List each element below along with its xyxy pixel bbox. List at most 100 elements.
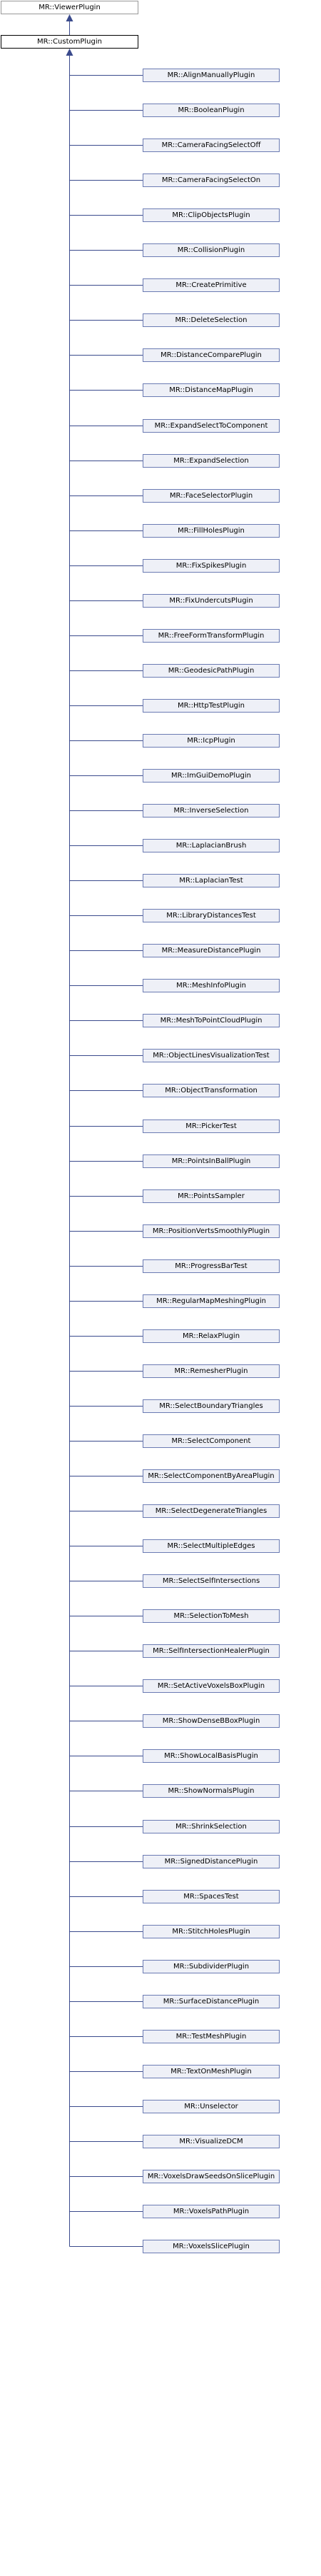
child-class-node[interactable]: MR::ImGuiDemoPlugin — [143, 769, 280, 783]
child-class-node-box — [143, 629, 280, 643]
child-class-node[interactable]: MR::VoxelsSlicePlugin — [143, 2240, 280, 2253]
child-class-node-box — [143, 1609, 280, 1623]
child-class-node-box — [143, 699, 280, 713]
child-class-node[interactable]: MR::ShowNormalsPlugin — [143, 1784, 280, 1798]
child-class-node[interactable]: MR::TextOnMeshPlugin — [143, 2065, 280, 2078]
child-class-node[interactable]: MR::ExpandSelection — [143, 454, 280, 468]
base-class-node-box — [1, 1, 138, 14]
child-class-node-label: MR::DistanceComparePlugin — [160, 351, 262, 359]
child-class-node[interactable]: MR::FaceSelectorPlugin — [143, 489, 280, 503]
child-class-node-box — [143, 1995, 280, 2008]
child-class-node[interactable]: MR::FreeFormTransformPlugin — [143, 629, 280, 643]
base-class-node[interactable]: MR::ViewerPlugin — [1, 1, 138, 14]
child-class-node-label: MR::VoxelsSlicePlugin — [173, 2243, 250, 2250]
child-class-node-box — [143, 489, 280, 503]
child-class-node[interactable]: MR::PointsInBallPlugin — [143, 1154, 280, 1168]
child-class-node[interactable]: MR::SelectSelfIntersections — [143, 1574, 280, 1588]
child-class-node[interactable]: MR::StitchHolesPlugin — [143, 1925, 280, 1938]
child-class-node[interactable]: MR::HttpTestPlugin — [143, 699, 280, 713]
child-class-node[interactable]: MR::TestMeshPlugin — [143, 2030, 280, 2043]
child-class-node-box — [143, 1364, 280, 1378]
child-class-node[interactable]: MR::BooleanPlugin — [143, 104, 280, 117]
child-class-node[interactable]: MR::SetActiveVoxelsBoxPlugin — [143, 1679, 280, 1693]
child-class-node[interactable]: MR::MeasureDistancePlugin — [143, 944, 280, 957]
child-class-node[interactable]: MR::ObjectLinesVisualizationTest — [143, 1049, 280, 1062]
child-class-node[interactable]: MR::LaplacianBrush — [143, 839, 280, 852]
child-class-node[interactable]: MR::SelectComponentByAreaPlugin — [143, 1469, 280, 1483]
child-class-node[interactable]: MR::FixUndercutsPlugin — [143, 594, 280, 608]
child-class-node[interactable]: MR::SelectComponent — [143, 1434, 280, 1448]
child-class-node[interactable]: MR::VoxelsDrawSeedsOnSlicePlugin — [143, 2170, 280, 2183]
child-class-node[interactable]: MR::ShrinkSelection — [143, 1820, 280, 1833]
child-class-node[interactable]: MR::CameraFacingSelectOn — [143, 173, 280, 187]
child-class-node[interactable]: MR::MeshInfoPlugin — [143, 979, 280, 992]
child-class-node[interactable]: MR::ShowLocalBasisPlugin — [143, 1749, 280, 1763]
child-class-node[interactable]: MR::InverseSelection — [143, 804, 280, 817]
child-class-node[interactable]: MR::FixSpikesPlugin — [143, 559, 280, 573]
child-class-node-label: MR::TestMeshPlugin — [176, 2033, 247, 2041]
child-class-node[interactable]: MR::VoxelsPathPlugin — [143, 2205, 280, 2218]
child-class-node[interactable]: MR::ExpandSelectToComponent — [143, 419, 280, 433]
child-class-node[interactable]: MR::AlignManuallyPlugin — [143, 69, 280, 82]
child-class-node[interactable]: MR::IcpPlugin — [143, 734, 280, 748]
child-class-node-label: MR::FreeFormTransformPlugin — [158, 632, 265, 640]
child-class-node[interactable]: MR::Unselector — [143, 2100, 280, 2113]
child-class-node[interactable]: MR::RemesherPlugin — [143, 1364, 280, 1378]
child-class-node-label: MR::FixUndercutsPlugin — [169, 597, 253, 605]
child-class-node[interactable]: MR::DistanceComparePlugin — [143, 348, 280, 362]
child-class-node[interactable]: MR::SignedDistancePlugin — [143, 1855, 280, 1868]
child-class-node-label: MR::FaceSelectorPlugin — [170, 492, 253, 500]
root-class-node[interactable]: MR::CustomPlugin — [1, 35, 138, 49]
child-class-node-box — [143, 944, 280, 957]
child-class-node[interactable]: MR::ClipObjectsPlugin — [143, 208, 280, 222]
child-class-node-label: MR::MeshToPointCloudPlugin — [160, 1017, 263, 1025]
child-class-node[interactable]: MR::GeodesicPathPlugin — [143, 664, 280, 678]
child-class-node-label: MR::DeleteSelection — [175, 316, 248, 324]
child-class-node-box — [143, 769, 280, 783]
child-class-node-box — [143, 839, 280, 852]
child-class-node[interactable]: MR::CameraFacingSelectOff — [143, 139, 280, 152]
child-class-node[interactable]: MR::PointsSampler — [143, 1189, 280, 1203]
child-class-node[interactable]: MR::SurfaceDistancePlugin — [143, 1995, 280, 2008]
child-class-node-label: MR::SelectComponent — [172, 1437, 251, 1445]
child-class-node[interactable]: MR::RegularMapMeshingPlugin — [143, 1294, 280, 1308]
child-class-node-label: MR::SelectBoundaryTriangles — [159, 1402, 263, 1410]
child-class-node[interactable]: MR::CollisionPlugin — [143, 243, 280, 257]
child-class-node[interactable]: MR::SelectDegenerateTriangles — [143, 1504, 280, 1518]
child-class-node-box — [143, 1049, 280, 1062]
child-class-node-label: MR::ShowNormalsPlugin — [168, 1787, 255, 1795]
child-class-node[interactable]: MR::PositionVertsSmoothlyPlugin — [143, 1224, 280, 1238]
child-class-node-label: MR::RelaxPlugin — [183, 1332, 240, 1340]
child-class-node[interactable]: MR::SubdividerPlugin — [143, 1960, 280, 1973]
child-class-node[interactable]: MR::ShowDenseBBoxPlugin — [143, 1714, 280, 1728]
child-class-node[interactable]: MR::DeleteSelection — [143, 313, 280, 327]
child-class-node[interactable]: MR::RelaxPlugin — [143, 1329, 280, 1343]
child-class-node[interactable]: MR::PickerTest — [143, 1120, 280, 1133]
child-class-node[interactable]: MR::MeshToPointCloudPlugin — [143, 1014, 280, 1027]
child-class-node[interactable]: MR::SelectBoundaryTriangles — [143, 1399, 280, 1413]
child-class-node[interactable]: MR::FillHolesPlugin — [143, 524, 280, 538]
child-class-node[interactable]: MR::LibraryDistancesTest — [143, 909, 280, 922]
child-class-node[interactable]: MR::ObjectTransformation — [143, 1084, 280, 1097]
child-class-node[interactable]: MR::CreatePrimitive — [143, 278, 280, 292]
child-class-node-label: MR::ProgressBarTest — [175, 1262, 248, 1270]
child-class-node[interactable]: MR::ProgressBarTest — [143, 1259, 280, 1273]
child-class-node[interactable]: MR::VisualizeDCM — [143, 2135, 280, 2148]
root-class-node-box — [1, 35, 138, 49]
child-class-node-box — [143, 664, 280, 678]
child-class-node[interactable]: MR::SelectMultipleEdges — [143, 1539, 280, 1553]
child-class-node-label: MR::TextOnMeshPlugin — [170, 2068, 251, 2076]
child-class-node-box — [143, 1259, 280, 1273]
child-class-node-label: MR::GeodesicPathPlugin — [168, 667, 255, 675]
child-class-node[interactable]: MR::SelfIntersectionHealerPlugin — [143, 1644, 280, 1658]
child-class-node[interactable]: MR::SelectionToMesh — [143, 1609, 280, 1623]
child-class-node[interactable]: MR::LaplacianTest — [143, 874, 280, 887]
child-class-node-label: MR::CreatePrimitive — [175, 281, 246, 289]
child-class-node[interactable]: MR::SpacesTest — [143, 1890, 280, 1903]
child-class-node-box — [143, 734, 280, 748]
child-class-node-box — [143, 1960, 280, 1973]
child-class-node-label: MR::SetActiveVoxelsBoxPlugin — [158, 1682, 265, 1690]
child-class-node[interactable]: MR::DistanceMapPlugin — [143, 383, 280, 397]
child-class-node-box — [143, 1154, 280, 1168]
child-class-node-box — [143, 139, 280, 152]
